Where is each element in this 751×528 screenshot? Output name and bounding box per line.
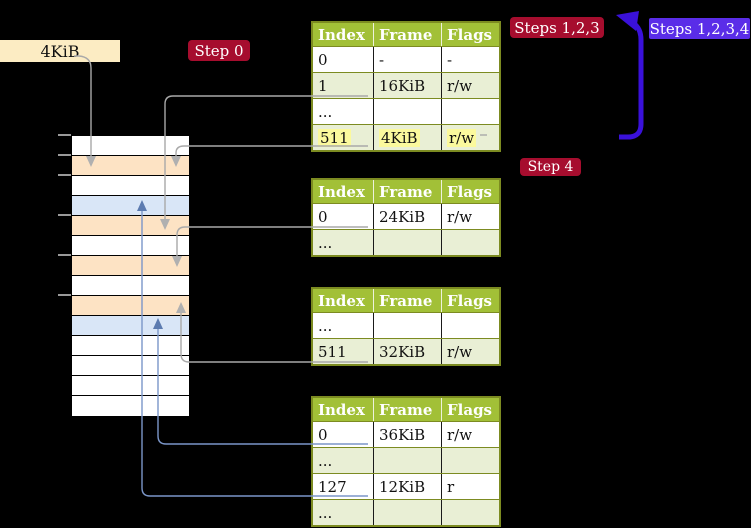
steps-flow-arrow [619,20,644,140]
table-cell: 127 [312,473,374,500]
table-cell [373,499,442,526]
table-row: ... [312,447,500,474]
memory-frame-plain [72,236,189,256]
table-cell: ... [312,312,374,339]
table-cell: 12KiB [373,473,442,500]
memory-tick [58,254,71,256]
table-cell: r [441,473,500,500]
table-cell: 0 [312,203,374,230]
table-cell [441,312,500,339]
table-cell [373,229,442,256]
memory-tick [58,174,71,176]
memory-frame-pagetable [72,156,189,176]
column-header: Flags [441,179,500,204]
table-cell: r/w [441,338,500,365]
table-cell: 4KiB [373,124,442,151]
column-header: Flags [441,397,500,422]
column-header: Index [312,22,374,47]
badge-steps-1-2-3-4: Steps 1,2,3,4 [649,18,750,39]
memory-tick [58,154,71,156]
memory-tick [58,214,71,216]
column-header: Index [312,397,374,422]
physical-memory-column [71,135,190,416]
highlighted-value: r/w [447,128,477,147]
table-cell [373,312,442,339]
table-cell: ... [312,499,374,526]
table-cell: 0 [312,46,374,73]
badge-steps-1-2-3: Steps 1,2,3 [510,17,604,38]
highlighted-value: 511 [318,128,351,147]
table-cell: 32KiB [373,338,442,365]
table-row: 0-- [312,46,500,73]
table-cell: 16KiB [373,72,442,99]
arrowhead-upleft-icon [616,11,639,31]
column-header: Frame [373,288,442,313]
table-cell: 36KiB [373,421,442,448]
column-header: Frame [373,22,442,47]
table-cell: ... [312,229,374,256]
table-cell: 511 [312,124,374,151]
memory-frame-pagetable [72,296,189,316]
table-cell [373,98,442,125]
table-cell [441,229,500,256]
column-header: Flags [441,22,500,47]
table-cell: r/w [441,421,500,448]
column-header: Frame [373,397,442,422]
table-cell [441,499,500,526]
table-row: ... [312,98,500,125]
memory-frame-pagetable [72,256,189,276]
memory-frame-plain [72,356,189,376]
badge-step-4: Step 4 [520,158,581,176]
table-cell: 0 [312,421,374,448]
table-cell: r/w [441,72,500,99]
table-cell [373,447,442,474]
table-row: ... [312,499,500,526]
table-cell [441,447,500,474]
memory-frame-pagetable [72,216,189,236]
memory-frame-data [72,316,189,336]
table-cell: 24KiB [373,203,442,230]
memory-frame-plain [72,336,189,356]
table-cell: ... [312,98,374,125]
column-header: Index [312,179,374,204]
column-header: Frame [373,179,442,204]
highlighted-value: 4KiB [379,128,420,147]
table-cell: r/w [441,203,500,230]
memory-frame-plain [72,376,189,396]
memory-tick [58,294,71,296]
memory-frame-data [72,196,189,216]
table-row: ... [312,229,500,256]
memory-frame-plain [72,276,189,296]
table-cell: 511 [312,338,374,365]
table-cell: ... [312,447,374,474]
badge-step-0: Step 0 [188,40,250,61]
table-cell: - [373,46,442,73]
table-cell [441,98,500,125]
table-cell: r/w [441,124,500,151]
column-header: Flags [441,288,500,313]
memory-frame-plain [72,396,189,416]
page-size-label: 4KiB [0,40,120,62]
table-row: 511 4KiB r/w [312,124,500,151]
column-header: Index [312,288,374,313]
table-row: ... [312,312,500,339]
table-cell: 1 [312,72,374,99]
memory-frame-plain [72,136,189,156]
table-cell: - [441,46,500,73]
memory-tick [58,134,71,136]
memory-frame-plain [72,176,189,196]
